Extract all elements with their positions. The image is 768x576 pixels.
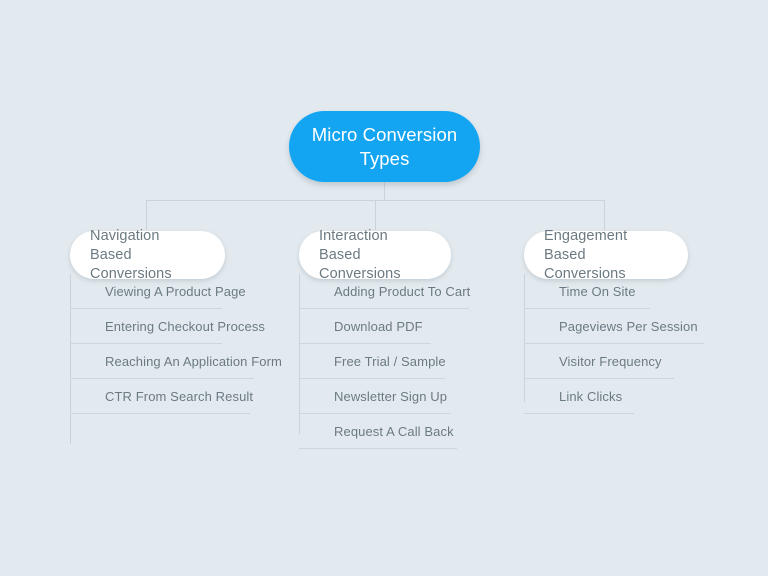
root-node[interactable]: Micro Conversion Types (289, 111, 480, 182)
leaf-item-rule (524, 378, 674, 379)
branch-node-navigation-based-conversions[interactable]: Navigation Based Conversions (70, 228, 225, 282)
leaf-item[interactable]: Visitor Frequency (524, 344, 698, 379)
leaf-group-navigation-based-conversions: Viewing A Product Page Entering Checkout… (70, 274, 282, 444)
leaf-item-rule (70, 308, 222, 309)
leaf-item-label: Visitor Frequency (559, 354, 662, 369)
branch-node-engagement-based-conversions[interactable]: Engagement Based Conversions (524, 228, 688, 282)
leaf-item[interactable]: Reaching An Application Form (70, 344, 282, 379)
leaf-item[interactable]: CTR From Search Result (70, 379, 282, 414)
leaf-item-rule (299, 308, 469, 309)
leaf-group-engagement-based-conversions: Time On Site Pageviews Per Session Visit… (524, 274, 704, 414)
leaf-item-rule (524, 413, 634, 414)
leaf-item-rule (524, 343, 704, 344)
leaf-item[interactable]: Newsletter Sign Up (299, 379, 470, 414)
leaf-item-rule (299, 448, 457, 449)
leaf-item[interactable]: Download PDF (299, 309, 470, 344)
branch-node-label: Engagement Based Conversions (544, 227, 628, 282)
leaf-item-rule (70, 378, 254, 379)
leaf-item[interactable]: Pageviews Per Session (524, 309, 704, 344)
leaf-item-label: Reaching An Application Form (105, 354, 282, 369)
branch-node-interaction-based-conversions[interactable]: Interaction Based Conversions (299, 228, 451, 282)
leaf-item-label: Time On Site (559, 284, 636, 299)
leaf-item[interactable]: Viewing A Product Page (70, 274, 282, 309)
connector-root-stem (384, 182, 385, 201)
leaf-item[interactable]: Request A Call Back (299, 414, 470, 449)
leaf-spine (299, 274, 300, 434)
leaf-item-label: Free Trial / Sample (334, 354, 446, 369)
leaf-spine (524, 274, 525, 402)
leaf-item[interactable]: Free Trial / Sample (299, 344, 470, 379)
leaf-group-interaction-based-conversions: Adding Product To Cart Download PDF Free… (299, 274, 470, 449)
connector-branch-stem-left (146, 200, 147, 230)
leaf-item-label: Viewing A Product Page (105, 284, 246, 299)
leaf-item-label: Link Clicks (559, 389, 623, 404)
leaf-item-label: Adding Product To Cart (334, 284, 471, 299)
leaf-item-label: Download PDF (334, 319, 423, 334)
leaf-item[interactable]: Time On Site (524, 274, 698, 309)
leaf-item-label: Request A Call Back (334, 424, 454, 439)
leaf-item-rule (299, 343, 431, 344)
leaf-spine (70, 274, 71, 444)
root-node-label: Micro Conversion Types (311, 123, 458, 169)
connector-branch-stem-middle (375, 200, 376, 230)
leaf-item-rule (299, 378, 445, 379)
leaf-item-label: Entering Checkout Process (105, 319, 266, 334)
leaf-item-label: CTR From Search Result (105, 389, 254, 404)
leaf-item[interactable]: Entering Checkout Process (70, 309, 282, 344)
branch-node-label: Navigation Based Conversions (90, 227, 172, 282)
leaf-item-rule (70, 343, 222, 344)
leaf-item[interactable]: Adding Product To Cart (299, 274, 470, 309)
branch-node-label: Interaction Based Conversions (319, 227, 401, 282)
leaf-item-label: Newsletter Sign Up (334, 389, 448, 404)
leaf-item-rule (70, 413, 250, 414)
leaf-item-rule (299, 413, 451, 414)
leaf-item-rule (524, 308, 650, 309)
leaf-item[interactable]: Link Clicks (524, 379, 698, 414)
leaf-item-label: Pageviews Per Session (559, 319, 698, 334)
connector-branch-stem-right (604, 200, 605, 230)
